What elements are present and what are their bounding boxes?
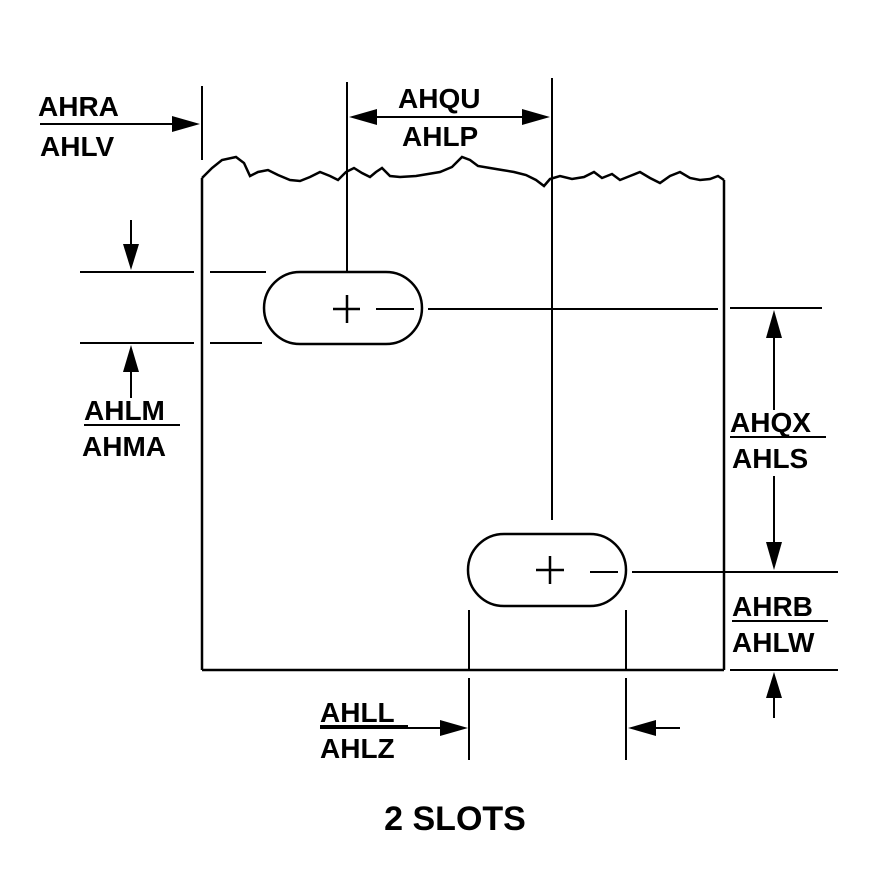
label-top-center-lower: AHLP bbox=[402, 121, 478, 152]
label-dividers bbox=[84, 424, 828, 727]
label-top-left-lower: AHLV bbox=[40, 131, 114, 162]
slot-lower bbox=[466, 532, 628, 608]
break-line bbox=[201, 155, 725, 188]
dim-left-offset-arrowhead bbox=[172, 116, 200, 132]
label-left-middle-lower: AHMA bbox=[82, 431, 166, 462]
slot-lower-outline bbox=[466, 532, 628, 608]
slot-upper-center-mark bbox=[333, 295, 360, 323]
label-top-left-upper: AHRA bbox=[38, 91, 119, 122]
label-right-middle-upper: AHQX bbox=[730, 407, 811, 438]
dim-vertical-spacing-arrowhead-top bbox=[766, 310, 782, 338]
dim-slot-length-right-arrowhead bbox=[628, 720, 656, 736]
dim-spacing-arrowhead-right bbox=[522, 109, 550, 125]
label-left-middle-upper: AHLM bbox=[84, 395, 165, 426]
dim-slot-width-bottom-arrowhead bbox=[123, 345, 139, 372]
label-bottom-upper: AHLL bbox=[320, 697, 395, 728]
label-bottom-lower: AHLZ bbox=[320, 733, 395, 764]
label-top-center-upper: AHQU bbox=[398, 83, 480, 114]
dim-spacing-arrowhead-left bbox=[349, 109, 377, 125]
label-right-lower-upper: AHRB bbox=[732, 591, 813, 622]
centerlines bbox=[346, 78, 718, 573]
dim-bottom-offset-arrowhead bbox=[766, 672, 782, 698]
dimension-arrows bbox=[40, 109, 782, 736]
dim-vertical-spacing-arrowhead-bottom bbox=[766, 542, 782, 570]
slot-upper-outline bbox=[262, 270, 424, 346]
label-right-middle-lower: AHLS bbox=[732, 443, 808, 474]
label-right-lower-lower: AHLW bbox=[732, 627, 815, 658]
slot-upper bbox=[262, 270, 424, 346]
dim-slot-length-left-arrowhead bbox=[440, 720, 468, 736]
slot-lower-center-mark bbox=[536, 556, 564, 584]
part-outline bbox=[200, 155, 726, 672]
extension-lines bbox=[80, 86, 838, 760]
dim-slot-width-top-arrowhead bbox=[123, 244, 139, 270]
caption: 2 SLOTS bbox=[384, 800, 526, 838]
